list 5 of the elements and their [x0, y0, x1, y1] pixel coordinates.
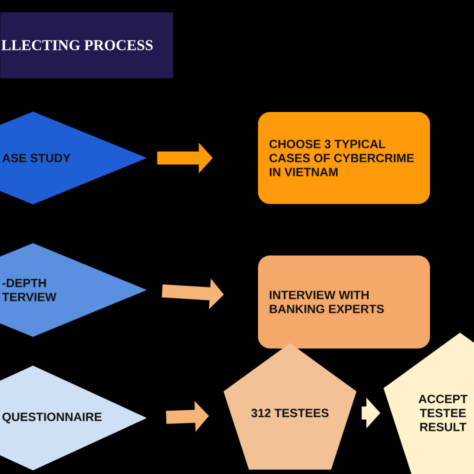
result-pentagon: 312 TESTEES: [224, 343, 356, 470]
step-box: CHOOSE 3 TYPICAL CASES OF CYBERCRIME IN VIETNAM: [258, 112, 430, 204]
step-box: INTERVIEW WITH BANKING EXPERTS: [258, 256, 430, 348]
result-pentagon: ACCEPT TESTEE RESULT: [384, 332, 474, 474]
title-banner: LLECTING PROCESS: [0, 12, 174, 78]
